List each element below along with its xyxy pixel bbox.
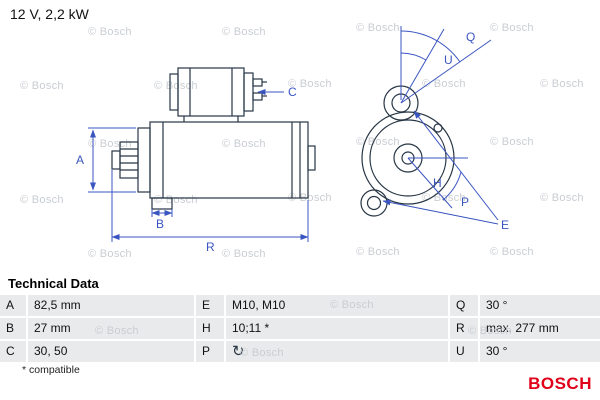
technical-drawing: A B R C U Q H [76,26,509,254]
watermark: © Bosch [490,22,534,34]
param-value-r: max. 277 mm [480,318,600,339]
param-key-a: A [0,295,26,316]
param-value-h: 10;11 * [226,318,448,339]
watermark: © Bosch [222,248,266,260]
watermark: © Bosch [490,246,534,258]
param-value-a: 82,5 mm [28,295,194,316]
param-key-q: Q [450,295,478,316]
param-key-p: P [196,341,224,362]
param-value-p: ↻ [226,341,448,362]
param-key-h: H [196,318,224,339]
watermark: © Bosch [288,78,332,90]
watermark: © Bosch [88,248,132,260]
watermark: © Bosch [468,325,512,337]
starter-front-view [360,85,455,217]
watermark: © Bosch [20,80,64,92]
bosch-logo: BOSCH [528,374,592,393]
watermark: © Bosch [356,136,400,148]
param-key-b: B [0,318,26,339]
technical-data-title: Technical Data [8,276,99,291]
param-value-e: M10, M10 [226,295,448,316]
dimension-annotations: A B R C U Q H [76,26,509,254]
watermark: © Bosch [154,80,198,92]
watermark: © Bosch [95,325,139,337]
param-key-e: E [196,295,224,316]
dim-label-e: E [501,218,509,232]
dim-label-u: U [444,53,453,67]
watermark: © Bosch [356,246,400,258]
power-spec-label: 12 V, 2,2 kW [10,6,89,22]
watermark: © Bosch [288,192,332,204]
watermark: © Bosch [88,138,132,150]
technical-data-table: A 82,5 mm E M10, M10 Q 30 ° B 27 mm H 10… [0,295,600,364]
param-value-b: 27 mm [28,318,194,339]
compatibility-footnote: * compatible [22,364,80,376]
dim-label-b: B [156,217,164,231]
param-key-u: U [450,341,478,362]
watermark: © Bosch [154,194,198,206]
watermark: © Bosch [222,26,266,38]
watermark: © Bosch [356,22,400,34]
dim-label-h: H [433,176,442,190]
param-value-u: 30 ° [480,341,600,362]
watermark: © Bosch [330,299,374,311]
watermark: © Bosch [20,194,64,206]
dim-label-a: A [76,153,84,167]
watermark: © Bosch [490,136,534,148]
watermark: © Bosch [540,192,584,204]
param-key-r: R [450,318,478,339]
table-row: B 27 mm H 10;11 * R max. 277 mm [0,318,600,339]
dim-label-q: Q [466,30,475,44]
starter-side-view [111,67,316,210]
watermark: © Bosch [540,78,584,90]
watermark: © Bosch [222,138,266,150]
watermark: © Bosch [240,347,284,359]
clockwise-rotation-icon: ↻ [232,343,245,360]
table-row: C 30, 50 P ↻ U 30 ° [0,341,600,362]
dim-label-r: R [206,240,215,254]
table-row: A 82,5 mm E M10, M10 Q 30 ° [0,295,600,316]
watermark: © Bosch [88,26,132,38]
param-key-c: C [0,341,26,362]
dim-label-c: C [288,85,297,99]
param-value-q: 30 ° [480,295,600,316]
dim-label-p: P [461,195,469,209]
param-value-c: 30, 50 [28,341,194,362]
